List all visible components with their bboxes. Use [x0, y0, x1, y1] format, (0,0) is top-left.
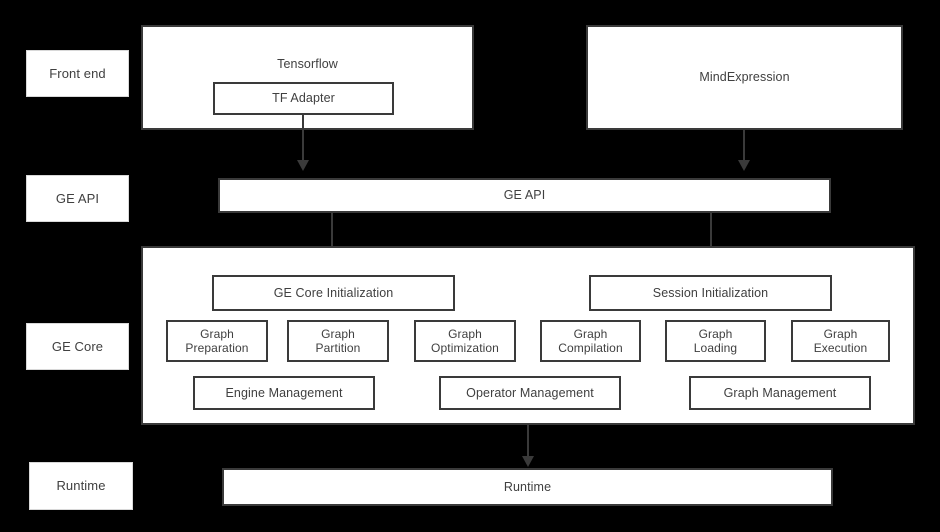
- stage-label-runtime: Runtime: [29, 462, 133, 510]
- module-graph-management: Graph Management: [689, 376, 871, 410]
- module-graph-compilation: Graph Compilation: [540, 320, 641, 362]
- tf-adapter-box: TF Adapter: [213, 82, 394, 115]
- module-graph-execution: Graph Execution: [791, 320, 890, 362]
- stage-label-front-end: Front end: [26, 50, 129, 97]
- module-operator-management: Operator Management: [439, 376, 621, 410]
- module-graph-loading: Graph Loading: [665, 320, 766, 362]
- connector-tf-adapter-to-ge-api-arrow: [297, 160, 309, 171]
- connector-ge-api-to-session-init-line: [710, 213, 712, 261]
- module-graph-preparation: Graph Preparation: [166, 320, 268, 362]
- module-engine-management: Engine Management: [193, 376, 375, 410]
- session-initialization-box: Session Initialization: [589, 275, 832, 311]
- connector-mindexpression-to-ge-api-line: [743, 130, 745, 162]
- connector-tf-adapter-to-ge-api-line: [302, 115, 304, 162]
- ge-core-initialization-box: GE Core Initialization: [212, 275, 455, 311]
- frontend-mindexpression-container: MindExpression: [586, 25, 903, 130]
- stage-label-ge-api: GE API: [26, 175, 129, 222]
- ge-api-bar: GE API: [218, 178, 831, 213]
- connector-ge-api-to-ge-core-init-line: [331, 213, 333, 261]
- module-graph-optimization: Graph Optimization: [414, 320, 516, 362]
- connector-ge-core-to-runtime-line: [527, 425, 529, 458]
- module-graph-partition: Graph Partition: [287, 320, 389, 362]
- connector-ge-core-to-runtime-arrow: [522, 456, 534, 467]
- stage-label-ge-core: GE Core: [26, 323, 129, 370]
- runtime-bar: Runtime: [222, 468, 833, 506]
- connector-mindexpression-to-ge-api-arrow: [738, 160, 750, 171]
